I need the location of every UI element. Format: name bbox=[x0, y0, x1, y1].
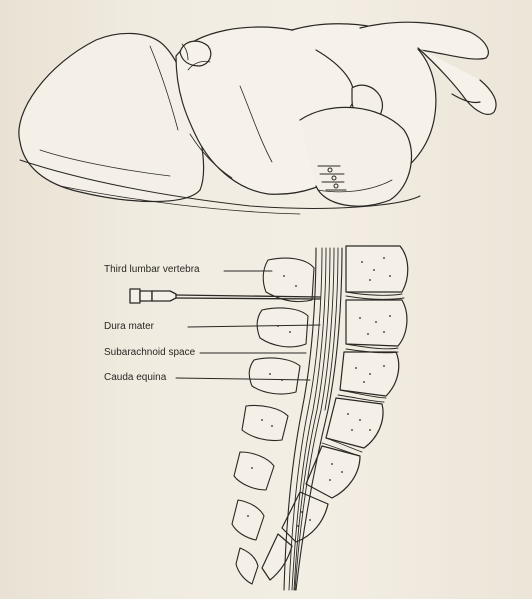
label-dura-mater: Dura mater bbox=[104, 321, 154, 333]
spine-section bbox=[130, 246, 408, 590]
label-cauda-equina: Cauda equina bbox=[104, 372, 166, 384]
drape bbox=[300, 107, 412, 206]
patient-figure bbox=[19, 22, 496, 214]
label-third-lumbar-vertebra: Third lumbar vertebra bbox=[104, 264, 200, 276]
label-subarachnoid-space: Subarachnoid space bbox=[104, 347, 195, 359]
